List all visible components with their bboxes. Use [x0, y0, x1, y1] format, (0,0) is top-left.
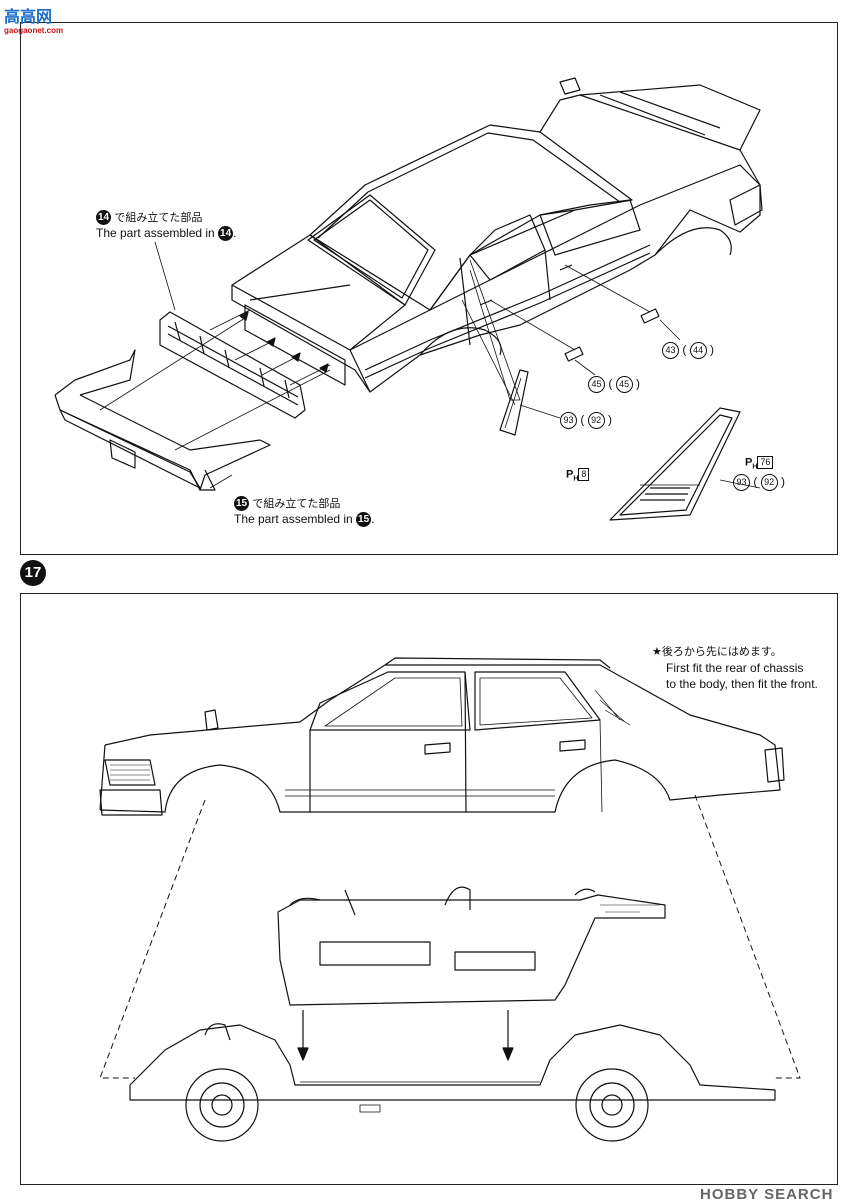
callout-15-ref-badge: 15: [356, 512, 372, 528]
callout-14-en: The part assembled in: [96, 226, 215, 240]
fit-guides-17: [99, 794, 801, 1079]
step-17-badge: 17: [20, 560, 46, 586]
callout-14: 14 で組み立てた部品: [96, 210, 203, 226]
part-label-93-92-a: 93 ( 92 ): [560, 412, 612, 429]
callout-15-en: The part assembled in: [234, 512, 353, 526]
chassis-lower: [129, 1023, 776, 1142]
step-17-panel: [20, 593, 838, 1185]
part-label-45-45: 45 ( 45 ): [588, 376, 640, 393]
callout-15: 15 で組み立てた部品: [234, 496, 341, 512]
callout-15-en-line: The part assembled in 15.: [234, 512, 375, 528]
quarter-window-large: [609, 407, 741, 521]
callout-15-jp: で組み立てた部品: [252, 497, 341, 510]
step-17-note-en-2: to the body, then fit the front.: [666, 677, 818, 691]
callout-14-jp: で組み立てた部品: [114, 211, 203, 224]
step-17-note-en-1: First fit the rear of chassis: [666, 661, 804, 675]
callout-14-ref-badge: 14: [218, 226, 234, 242]
door-handle-part-45: [564, 346, 584, 362]
step-17-note-jp: ★後ろから先にはめます。: [652, 645, 782, 658]
callout-14-badge: 14: [96, 210, 111, 226]
paint-code-h76: PH76: [745, 456, 774, 471]
callout-14-en-line: The part assembled in 14.: [96, 226, 237, 242]
door-handle-part-43: [640, 308, 660, 324]
chassis-interior: [277, 886, 666, 1006]
part-label-43-44: 43 ( 44 ): [662, 342, 714, 359]
brand-logo: 高高网 gaogaonet.com: [4, 8, 76, 46]
paint-code-h8: PH8: [566, 468, 590, 483]
part-label-93-92-b: 93 ( 92 ): [733, 474, 785, 491]
car-body-side-view: [99, 657, 785, 816]
explode-lines-16: [99, 241, 761, 489]
placement-arrows-16: [239, 311, 329, 373]
rear-wheel: [575, 1068, 649, 1142]
car-body-3q-view: [231, 77, 763, 393]
front-wheel: [185, 1068, 259, 1142]
brand-logo-chars: 高高网: [4, 7, 53, 26]
brand-logo-url: gaogaonet.com: [4, 26, 64, 35]
front-bumper-part: [54, 349, 271, 491]
quarter-window-small: [499, 369, 529, 436]
insert-arrows-17: [297, 1010, 514, 1061]
hobby-search-watermark: HOBBY SEARCH: [700, 1186, 834, 1203]
callout-15-badge: 15: [234, 496, 249, 512]
front-grille-part: [159, 311, 306, 419]
